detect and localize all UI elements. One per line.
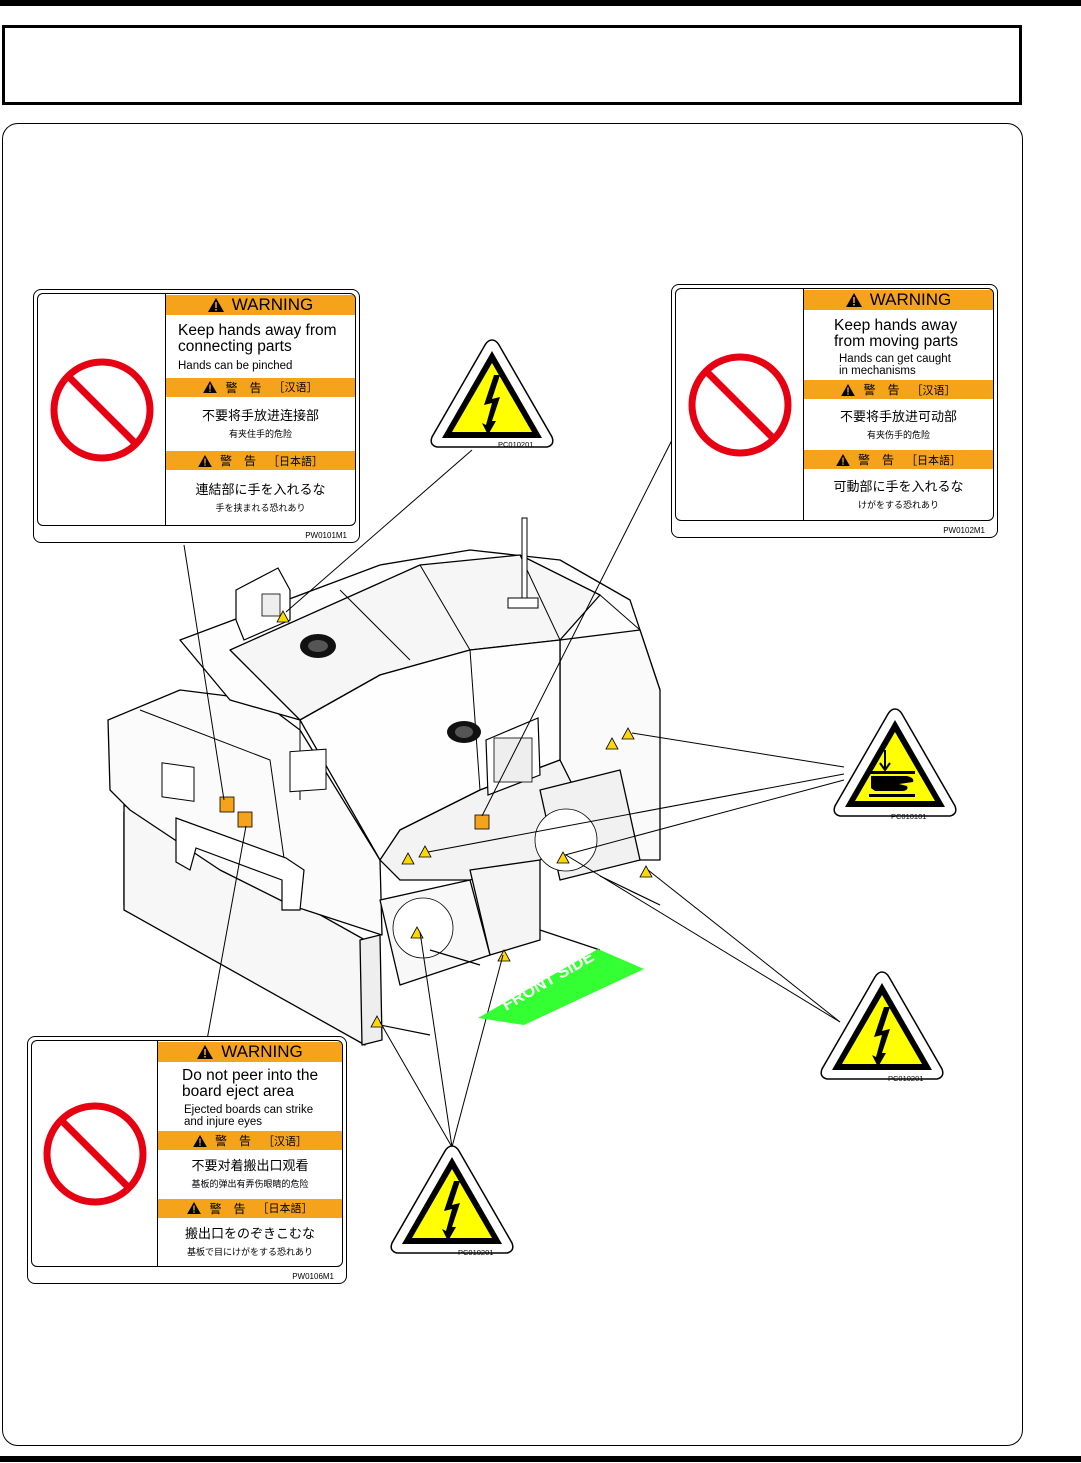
chinese-header: 警 告 xyxy=(225,380,262,395)
label-subtitle: Ejected boards can strike and injure eye… xyxy=(158,1100,342,1131)
warning-band: WARNING xyxy=(804,290,993,310)
chinese-sub: 有夹住手的危险 xyxy=(228,428,292,439)
warning-triangle-icon xyxy=(841,383,856,396)
prohibition-panel xyxy=(38,294,166,525)
warning-band: WARNING xyxy=(158,1042,342,1062)
label-title-line: Do not peer into the xyxy=(182,1067,319,1084)
japanese-sub: 手を挟まれる恐れあり xyxy=(215,502,306,513)
warning-band: WARNING xyxy=(166,295,355,315)
label-title-line: board eject area xyxy=(182,1083,295,1100)
chinese-band: 警 告 ［汉语］ xyxy=(166,377,355,397)
content-frame xyxy=(2,123,1023,1446)
chinese-sub: 基板的弹出有弄伤眼睛的危险 xyxy=(191,1179,309,1190)
warning-triangle-icon xyxy=(845,293,862,307)
warning-label-moving-parts: WARNING Keep hands away from moving part… xyxy=(671,284,998,538)
header-box xyxy=(2,25,1022,105)
chinese-sub: 有夹伤手的危险 xyxy=(866,429,930,440)
electric-shock-hazard-top: PC010201 xyxy=(428,337,556,453)
chinese-header: 警 告 xyxy=(214,1134,251,1148)
label-subtitle-line: Hands can get caught xyxy=(839,353,951,365)
japanese-main: 連結部に手を入れるな xyxy=(195,481,326,497)
label-title-line: Keep hands away from xyxy=(178,322,337,339)
chinese-main: 不要将手放进可动部 xyxy=(839,408,957,424)
electric-shock-icon xyxy=(390,1145,514,1254)
japanese-lang: ［日本語］ xyxy=(257,1203,313,1215)
top-rule xyxy=(0,0,1081,6)
label-subtitle-line: in mechanisms xyxy=(839,364,916,377)
japanese-sub: けがをする恐れあり xyxy=(857,499,939,510)
chinese-block: 不要对着搬出口观看 基板的弹出有弄伤眼睛的危险 xyxy=(158,1150,342,1199)
warning-header: WARNING xyxy=(221,1042,303,1061)
warning-header: WARNING xyxy=(231,295,314,314)
label-title: Keep hands away from moving parts xyxy=(804,310,993,350)
warning-triangle-icon xyxy=(207,298,224,312)
japanese-header: 警 告 xyxy=(209,1201,246,1216)
warning-triangle-icon xyxy=(198,454,212,467)
chinese-lang: ［汉语］ xyxy=(263,1135,307,1148)
chinese-block: 不要将手放进可动部 有夹伤手的危险 xyxy=(804,399,993,450)
prohibition-icon xyxy=(43,1102,146,1205)
electric-shock-hazard-bottom: PC010201 xyxy=(388,1143,516,1259)
hazard-code: PC010201 xyxy=(458,1248,494,1257)
warning-label-eject-area: WARNING Do not peer into the board eject… xyxy=(27,1036,347,1284)
warning-label-connecting-parts: WARNING Keep hands away from connecting … xyxy=(33,289,360,543)
japanese-main: 可動部に手を入れるな xyxy=(833,478,964,494)
label-title: Do not peer into the board eject area xyxy=(158,1062,342,1100)
japanese-block: 可動部に手を入れるな けがをする恐れあり xyxy=(804,469,993,520)
warning-triangle-icon xyxy=(836,453,850,466)
electric-shock-icon xyxy=(820,971,944,1080)
warning-triangle-icon xyxy=(197,1045,214,1059)
warning-triangle-icon xyxy=(193,1134,207,1147)
label-title-line: Keep hands away xyxy=(834,317,958,334)
japanese-band: 警 告 ［日本語］ xyxy=(166,451,355,471)
electric-shock-hazard-right: PC010201 xyxy=(818,969,946,1085)
prohibition-icon xyxy=(50,358,153,461)
hazard-code: PC010201 xyxy=(888,1074,924,1083)
hand-crush-icon xyxy=(833,708,957,817)
japanese-block: 搬出口をのぞきこむな 基板で目にけがをする恐れあり xyxy=(158,1218,342,1267)
japanese-lang: ［日本語］ xyxy=(906,454,961,467)
chinese-lang: ［汉语］ xyxy=(273,382,318,394)
label-code: PW0101M1 xyxy=(305,531,347,540)
chinese-band: 警 告 ［汉语］ xyxy=(804,380,993,399)
front-side-marker: FRONT SIDE xyxy=(478,947,644,1025)
label-subtitle: Hands can be pinched xyxy=(178,360,293,372)
hand-crush-hazard: PC010101 xyxy=(831,706,959,822)
japanese-lang: ［日本語］ xyxy=(268,455,323,468)
chinese-main: 不要对着搬出口观看 xyxy=(191,1158,309,1174)
japanese-header: 警 告 xyxy=(857,453,894,467)
warning-triangle-icon xyxy=(187,1202,202,1214)
label-title-line: connecting parts xyxy=(178,338,292,355)
label-subtitle-line: Ejected boards can strike xyxy=(184,1104,314,1116)
hazard-code: PC010101 xyxy=(891,812,927,821)
chinese-header: 警 告 xyxy=(863,383,900,397)
japanese-header: 警 告 xyxy=(219,454,256,469)
label-title: Keep hands away from connecting parts xyxy=(166,315,355,355)
chinese-lang: ［汉语］ xyxy=(911,384,956,397)
label-subtitle: Hands can get caught in mechanisms xyxy=(804,350,993,380)
hazard-code: PC010201 xyxy=(498,440,534,449)
label-code: PW0102M1 xyxy=(943,526,985,535)
warning-triangle-icon xyxy=(203,381,218,393)
bottom-rule xyxy=(0,1456,1081,1462)
chinese-main: 不要将手放进连接部 xyxy=(201,407,319,423)
japanese-band: 警 告 ［日本語］ xyxy=(804,450,993,469)
warning-header: WARNING xyxy=(869,290,952,309)
japanese-band: 警 告 ［日本語］ xyxy=(158,1198,342,1218)
japanese-main: 搬出口をのぞきこむな xyxy=(184,1225,315,1241)
label-code: PW0106M1 xyxy=(292,1272,334,1281)
japanese-block: 連結部に手を入れるな 手を挟まれる恐れあり xyxy=(166,470,355,525)
label-subtitle-line: and injure eyes xyxy=(184,1115,262,1128)
chinese-band: 警 告 ［汉语］ xyxy=(158,1131,342,1150)
japanese-sub: 基板で目にけがをする恐れあり xyxy=(186,1246,313,1257)
label-title-line: from moving parts xyxy=(834,333,959,350)
prohibition-icon xyxy=(688,353,791,456)
chinese-block: 不要将手放进连接部 有夹住手的危险 xyxy=(166,397,355,452)
prohibition-panel xyxy=(32,1041,158,1266)
electric-shock-icon xyxy=(430,339,554,448)
prohibition-panel xyxy=(676,289,804,520)
